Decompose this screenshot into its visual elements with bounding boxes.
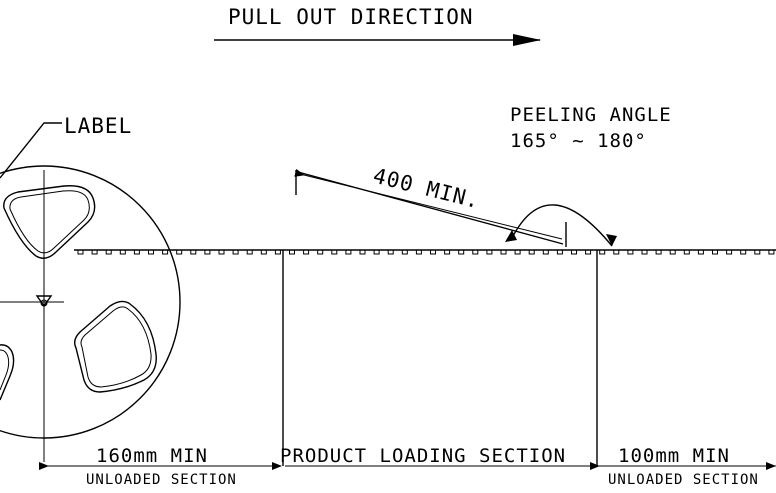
tape-pocket [500,249,507,255]
tape-pocket [585,249,592,255]
tape-pocket [712,249,718,255]
tape-pocket [599,249,606,255]
tape-pocket [246,249,253,255]
reel-hub-icon [35,295,53,308]
tape-pocket [754,249,761,255]
tape-pocket [148,249,154,255]
tape-pocket [571,249,577,255]
tape-pocket [683,249,690,255]
peeling-angle-range: 165° ~ 180° [510,130,647,152]
tape-pocket [430,249,436,255]
peeling-angle-arrow-right [606,234,617,246]
tape-pocket [303,249,310,255]
tape-pocket [627,249,634,255]
tape-pocket [289,249,295,255]
tape-pocket [105,249,112,255]
tape-pocket [669,249,676,255]
tape-pocket [133,249,140,255]
reel-window-top [3,185,96,259]
peeling-angle-title: PEELING ANGLE [510,104,672,126]
peeling-angle-arc [511,204,613,247]
tape-pocket [458,249,465,255]
tape-pocket [260,249,267,255]
tape-pocket [740,249,747,255]
label-text: LABEL [64,114,132,138]
right-section-name: UNLOADED SECTION [608,472,759,488]
tape-pocket [641,249,648,255]
tape-pocket [613,249,620,255]
tape-pocket [472,249,479,255]
tape-pocket [77,249,84,255]
tape-pocket [528,249,535,255]
tape-pocket [514,249,521,255]
tape-pocket [415,249,422,255]
tape-pocket [556,249,563,255]
tape-pocket [768,249,775,255]
tape-pocket [387,249,394,255]
tape-pocket [119,249,126,255]
tape-pocket [190,249,197,255]
tape-pocket [373,249,380,255]
left-section-name: UNLOADED SECTION [86,472,237,488]
reel [0,165,181,462]
middle-section-name: PRODUCT LOADING SECTION [280,445,566,467]
tape-pocket [726,249,733,255]
label-leader-line [0,122,62,179]
tape-pocket [176,249,183,255]
tape-pocket [91,249,98,255]
tape-pockets [77,249,775,255]
tape-pocket [444,249,451,255]
pull-out-direction-text: PULL OUT DIRECTION [228,5,474,29]
right-section-length: 100mm MIN [618,445,730,467]
tape-pocket [331,249,338,255]
tape-pocket [218,249,225,255]
peeling-angle-arrow-left [505,230,517,242]
left-section-length: 160mm MIN [96,445,208,467]
tape-pocket [655,249,662,255]
tape-pocket [542,249,549,255]
tape-pocket [162,249,169,255]
leader-dimension-line [294,168,563,240]
tape-pocket [345,249,352,255]
carrier-tape [74,249,776,255]
tape-pocket [317,249,324,255]
reel-window-right [73,300,157,393]
tape-pocket [232,249,239,255]
reel-window-left [0,344,15,401]
tape-pocket [359,249,366,255]
tape-pocket [274,249,281,255]
tape-pocket [401,249,408,255]
tape-pocket [486,249,493,255]
tape-pocket [697,249,704,255]
tape-pocket [204,249,211,255]
